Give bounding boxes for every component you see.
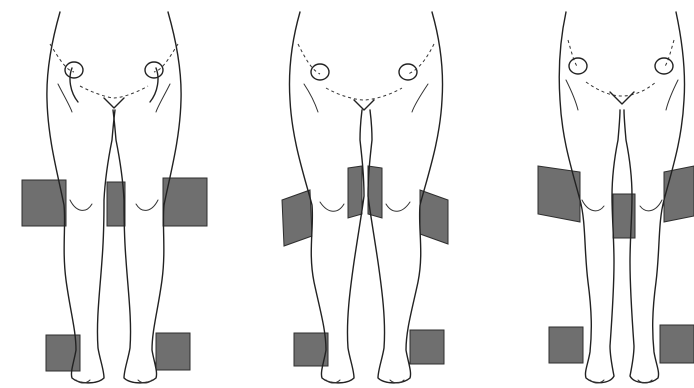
figure-2-left-knee-block [282,190,312,246]
figure-2-inner-left-knee-block [348,166,362,218]
figure-3-right-knee-block [664,166,694,222]
figure-1-left-knee-block [22,180,66,226]
figure-2-right-ankle-block [410,330,444,364]
figure-1-center-knee-block [107,182,125,226]
figure-3-right-ankle-block [660,325,694,363]
figure-1-right-ankle-block [156,333,190,370]
figure-2-left-ankle-block [294,333,328,366]
figure-1-right-knee-block [163,178,207,226]
figure-2-right-knee-block [420,190,448,244]
figure-3-left-ankle-block [549,327,583,363]
